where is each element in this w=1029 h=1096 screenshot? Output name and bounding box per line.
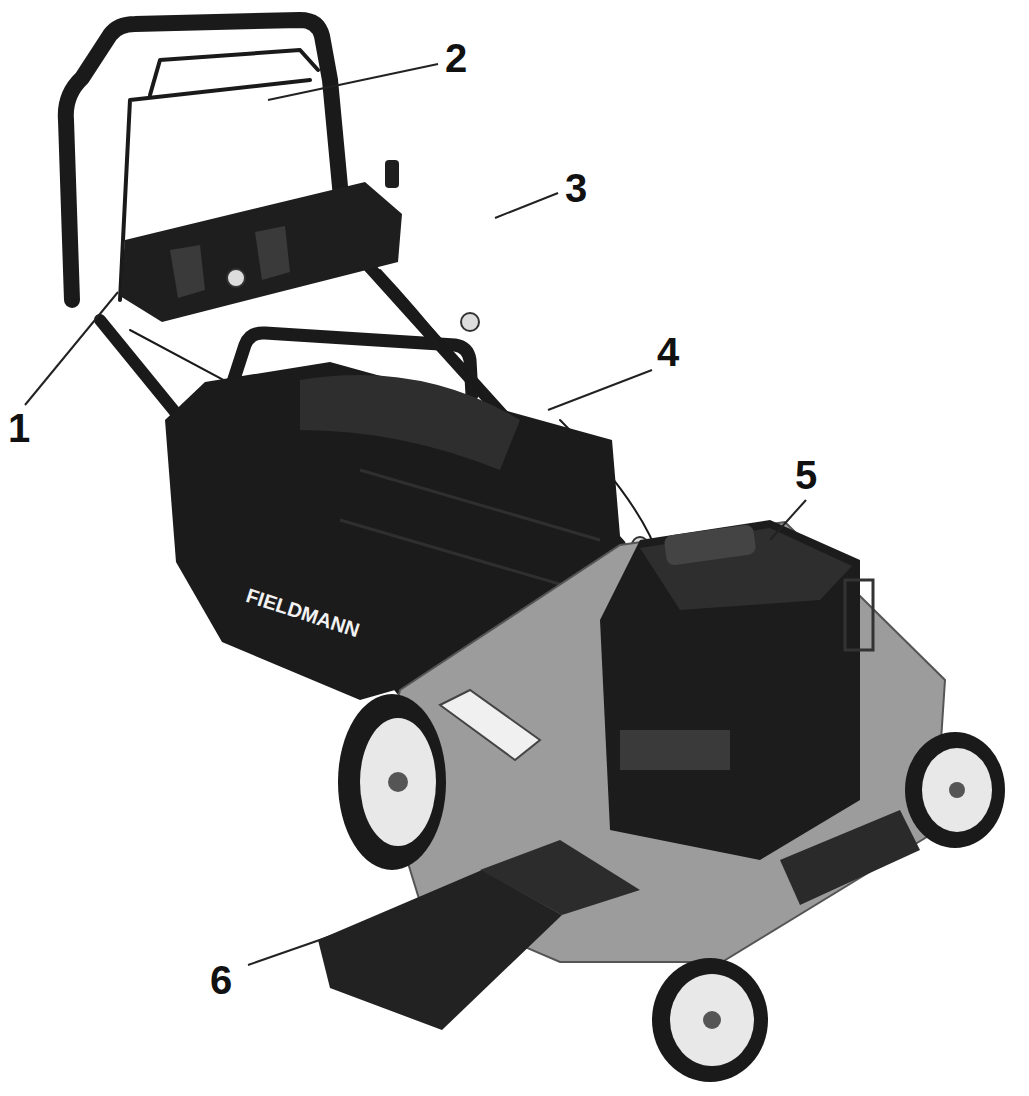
callout-number: 6 [210, 960, 232, 1000]
callout-number: 3 [565, 168, 587, 208]
callout-number: 2 [445, 38, 467, 78]
callout-number: 4 [657, 332, 679, 372]
callout-number: 1 [8, 408, 30, 448]
callout-number: 5 [795, 455, 817, 495]
